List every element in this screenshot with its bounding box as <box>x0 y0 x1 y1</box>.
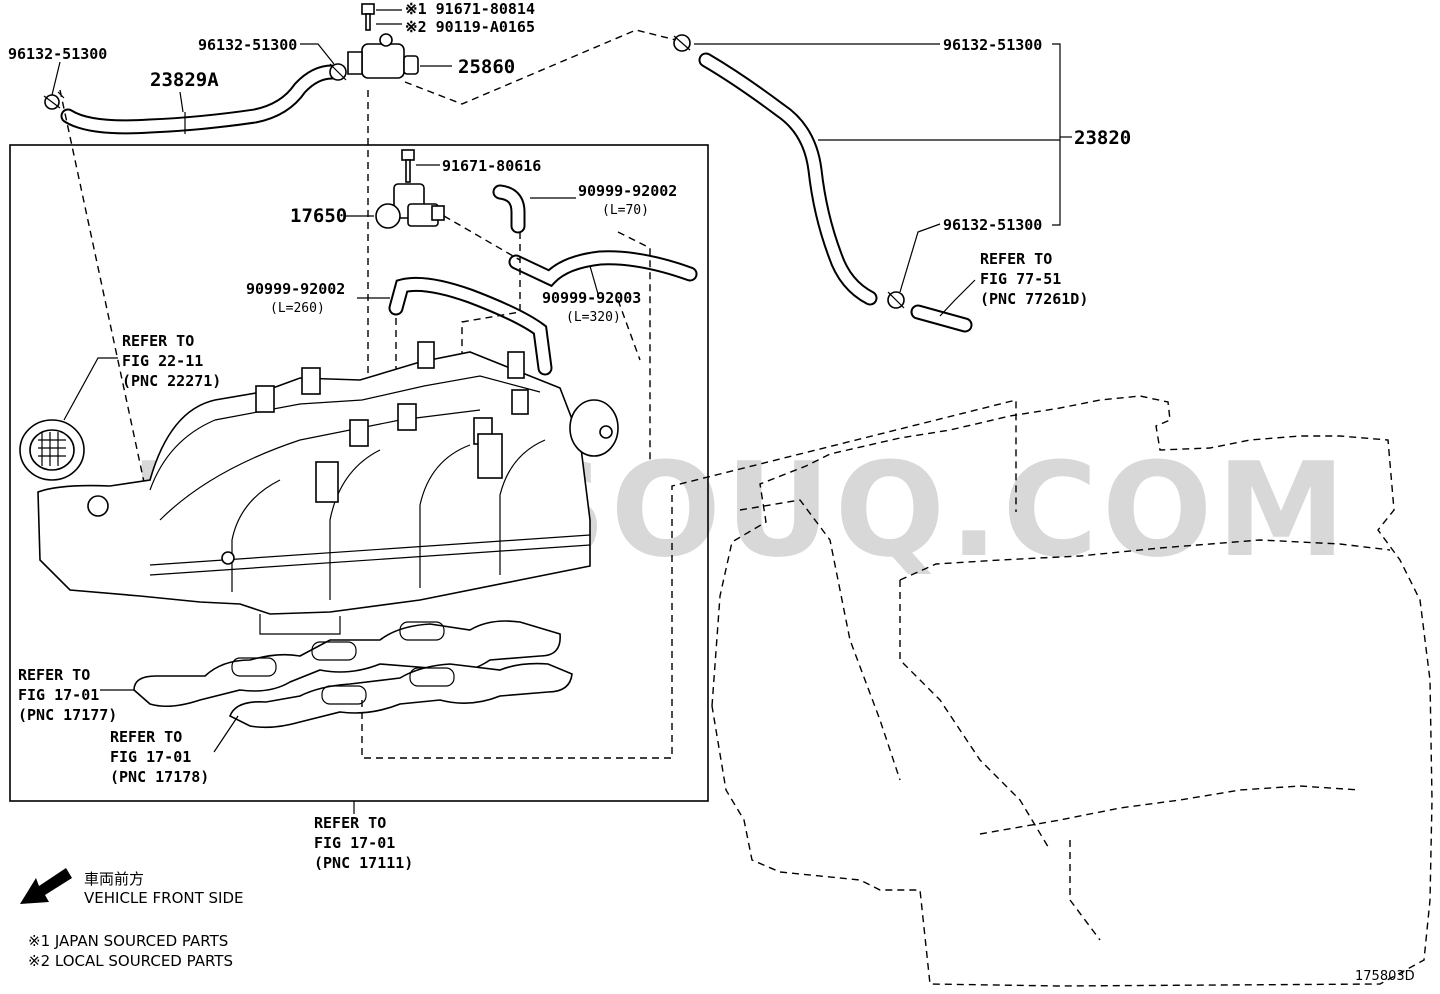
label-25860: 25860 <box>458 56 515 78</box>
label-96132-right-top: 96132-51300 <box>943 36 1042 54</box>
label-96132-mid: 96132-51300 <box>198 36 297 54</box>
vehicle-front-arrow-icon <box>20 868 72 904</box>
label-96132-left: 96132-51300 <box>8 45 107 63</box>
label-17650: 17650 <box>290 205 347 227</box>
svg-text:FIG 22-11: FIG 22-11 <box>122 352 203 370</box>
hose-23820[interactable] <box>698 52 878 306</box>
intake-manifold[interactable] <box>37 341 591 635</box>
gasket-17177[interactable] <box>133 620 561 708</box>
clamp-right-top-icon[interactable] <box>673 34 691 52</box>
svg-text:FIG 77-51: FIG 77-51 <box>980 270 1061 288</box>
svg-text:(PNC 17178): (PNC 17178) <box>110 768 209 786</box>
hose-90999-92003-320[interactable] <box>508 250 698 288</box>
label-191671: ※1 91671-80814 <box>405 0 535 18</box>
svg-text:REFER TO: REFER TO <box>314 814 386 832</box>
svg-text:FIG 17-01: FIG 17-01 <box>314 834 395 852</box>
legend-front-jp: 車両前方 <box>84 870 144 888</box>
hose-23829a[interactable] <box>60 64 340 135</box>
svg-text:REFER TO: REFER TO <box>980 250 1052 268</box>
throttle-body-port <box>569 399 619 457</box>
ref-fig-77-51[interactable]: REFER TO FIG 77-51 (PNC 77261D) <box>980 250 1088 308</box>
label-90999-92002-b-len: (L=260) <box>270 301 325 316</box>
legend-note-1: ※1 JAPAN SOURCED PARTS <box>28 932 228 950</box>
svg-text:(PNC 17111): (PNC 17111) <box>314 854 413 872</box>
ref-fig-17-01-17177[interactable]: REFER TO FIG 17-01 (PNC 17177) <box>18 666 117 724</box>
legend-front-en: VEHICLE FRONT SIDE <box>84 889 244 907</box>
engine-block-outline <box>711 395 1433 987</box>
label-90999-92003: 90999-92003 <box>542 289 641 307</box>
ref-fig-17-01-17111[interactable]: REFER TO FIG 17-01 (PNC 17111) <box>314 814 413 872</box>
bolt-17650-icon[interactable] <box>401 149 415 183</box>
clamp-mid-icon[interactable] <box>329 63 347 81</box>
svg-text:(PNC 77261D): (PNC 77261D) <box>980 290 1088 308</box>
svg-text:REFER TO: REFER TO <box>110 728 182 746</box>
hose-stub-77261d <box>910 304 973 333</box>
svg-text:FIG 17-01: FIG 17-01 <box>18 686 99 704</box>
gasket-17178[interactable] <box>228 662 573 729</box>
hose-90999-92002-260[interactable] <box>388 276 553 376</box>
figure-code: 175803D <box>1355 969 1415 984</box>
bolt-top-icon[interactable] <box>361 3 375 31</box>
label-290119: ※2 90119-A0165 <box>405 18 535 36</box>
ref-fig-22-11[interactable]: REFER TO FIG 22-11 (PNC 22271) <box>122 332 221 390</box>
legend-note-2: ※2 LOCAL SOURCED PARTS <box>28 952 233 970</box>
svg-text:REFER TO: REFER TO <box>122 332 194 350</box>
label-90999-92002-b: 90999-92002 <box>246 280 345 298</box>
svg-text:FIG 17-01: FIG 17-01 <box>110 748 191 766</box>
label-90999-92002-a-len: (L=70) <box>602 203 649 218</box>
valve-17650[interactable] <box>375 183 445 229</box>
hose-90999-92002-70[interactable] <box>492 184 526 234</box>
label-23820: 23820 <box>1074 127 1131 149</box>
clamp-right-bottom-icon[interactable] <box>887 291 905 309</box>
svg-text:REFER TO: REFER TO <box>18 666 90 684</box>
label-90999-92002-a: 90999-92002 <box>578 182 677 200</box>
label-23829a: 23829A <box>150 69 219 91</box>
assembly-frame <box>9 144 709 802</box>
svg-text:(PNC 17177): (PNC 17177) <box>18 706 117 724</box>
label-91671: 91671-80616 <box>442 157 541 175</box>
label-90999-92003-len: (L=320) <box>566 310 621 325</box>
filter-22271-icon[interactable] <box>19 419 85 481</box>
svg-text:(PNC 22271): (PNC 22271) <box>122 372 221 390</box>
label-96132-right-bottom: 96132-51300 <box>943 216 1042 234</box>
vsv-25860[interactable] <box>347 33 419 79</box>
ref-fig-17-01-17178[interactable]: REFER TO FIG 17-01 (PNC 17178) <box>110 728 209 786</box>
